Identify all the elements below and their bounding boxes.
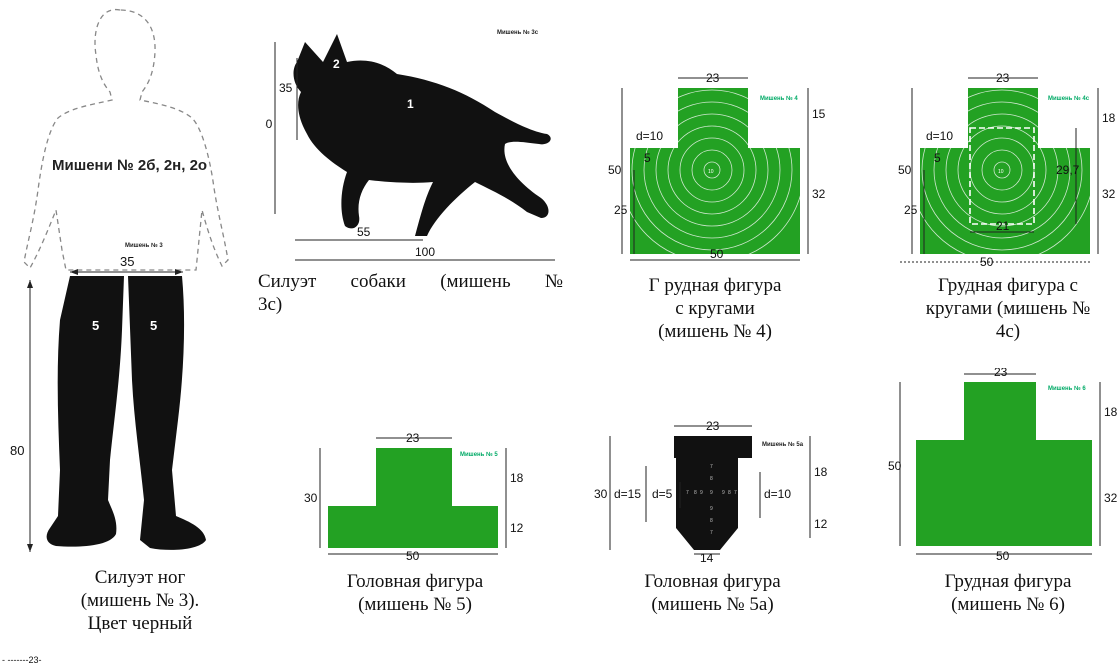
dog-dim-35: 35 [279, 81, 293, 95]
chest4c-dim-d: d=10 [926, 129, 953, 143]
chest4c-dim-left-inner: 25 [904, 203, 918, 217]
dog-dim-55: 55 [357, 225, 371, 239]
head5a-dim-d10: d=10 [764, 487, 791, 501]
dog-plate-label: Мишень № 3с [497, 29, 539, 36]
chest4-dim-top: 23 [706, 71, 720, 85]
head5a-dim-d5: d=5 [652, 487, 673, 501]
chest4-dim-left-inner: 25 [614, 203, 628, 217]
chest4c-rings [920, 88, 1090, 254]
chest4c-shape [920, 88, 1090, 254]
chest6-dim-right-top: 18 [1104, 405, 1118, 419]
head5a-plate-label: Мишень № 5а [762, 441, 804, 448]
dog-zone-1: 1 [407, 97, 414, 111]
chest4c-dim-left-total: 50 [898, 163, 912, 177]
svg-text:7: 7 [710, 530, 713, 536]
svg-text:9: 9 [722, 490, 725, 496]
leg-number-left: 5 [92, 318, 99, 333]
dog-shape [293, 34, 551, 236]
legs-caption: Силуэт ног (мишень № 3). Цвет черный [80, 567, 200, 634]
chest4-dim-five: 5 [644, 151, 651, 165]
chest4c-center: 10 [998, 169, 1004, 175]
chest4-dim-bottom: 50 [710, 247, 724, 261]
dog-zone-2: 2 [333, 57, 340, 71]
chest6-dim-top: 23 [994, 368, 1008, 379]
head5a-dim-bottom: 14 [700, 551, 714, 565]
chest4c-plate-label: Мишень № 4с [1048, 95, 1090, 102]
head5-dim-top: 23 [406, 431, 420, 445]
head5a-caption: Головная фигура (мишень № 5а) [644, 571, 781, 615]
chest4-plate-label: Мишень № 4 [760, 95, 798, 102]
legs-silhouette-figure: Мишени № 2б, 2н, 2о Мишень № 3 35 5 5 80 [10, 9, 229, 552]
chest4c-figure: 10 Мишень № 4с 23 d=10 5 18 32 29,7 21 5… [898, 71, 1116, 269]
chest6-figure: Мишень № 6 23 18 32 50 50 [888, 368, 1118, 563]
silhouette-plate-label: Мишень № 3 [125, 242, 163, 249]
chest4c-dim-inner-h: 29,7 [1056, 163, 1080, 177]
head5-plate-label: Мишень № 5 [460, 451, 498, 458]
head5-dim-right-top: 18 [510, 471, 524, 485]
svg-text:9: 9 [710, 490, 713, 496]
svg-text:8: 8 [728, 490, 731, 496]
dog-dim-100: 100 [415, 245, 435, 259]
footer-dim-fragment: - -------23- [2, 655, 42, 665]
svg-text:8: 8 [710, 476, 713, 482]
chest4c-dim-five: 5 [934, 151, 941, 165]
chest4-caption: Г рудная фигура с кругами (мишень № 4) [648, 275, 782, 342]
chest6-caption: Грудная фигура (мишень № 6) [944, 571, 1072, 615]
svg-text:7: 7 [686, 490, 689, 496]
chest4c-dim-bottom: 50 [980, 255, 994, 269]
leg-number-right: 5 [150, 318, 157, 333]
chest4c-dim-right-bottom: 32 [1102, 187, 1116, 201]
head5a-dim-right-bottom: 12 [814, 517, 828, 531]
silhouette-overlay-label: Мишени № 2б, 2н, 2о [52, 157, 207, 174]
silhouette-width-dim: 35 [120, 254, 134, 269]
chest4-dim-d: d=10 [636, 129, 663, 143]
chest4c-dim-inner-w: 21 [996, 219, 1010, 233]
head5-dim-right-bottom: 12 [510, 521, 524, 535]
head5a-dim-right-top: 18 [814, 465, 828, 479]
chest4c-dim-right-top: 18 [1102, 111, 1116, 125]
chest4c-caption: Грудная фигура с кругами (мишень № 4с) [925, 275, 1091, 342]
svg-text:8: 8 [694, 490, 697, 496]
svg-text:7: 7 [734, 490, 737, 496]
head5a-dim-left: 30 [594, 487, 608, 501]
chest6-dim-left: 50 [888, 459, 902, 473]
chest6-dim-bottom: 50 [996, 549, 1010, 563]
chest4-center: 10 [708, 169, 714, 175]
chest4-rings [630, 88, 800, 254]
head5a-dim-d15: d=15 [614, 487, 641, 501]
svg-text:9: 9 [700, 490, 703, 496]
chest4-dim-right-top: 15 [812, 107, 826, 121]
chest6-dim-right-bottom: 32 [1104, 491, 1118, 505]
dog-dim-60: 60 [265, 117, 273, 131]
dog-silhouette-figure: Мишень № 3с 1 2 60 35 55 100 [265, 29, 555, 261]
head5-caption: Головная фигура (мишень № 5) [346, 571, 484, 615]
svg-text:8: 8 [710, 518, 713, 524]
chest4-shape [630, 88, 800, 254]
chest4-dim-left-total: 50 [608, 163, 622, 177]
chest6-plate-label: Мишень № 6 [1048, 385, 1086, 392]
head5-figure: Мишень № 5 23 18 12 30 50 [304, 431, 524, 563]
silhouette-height-dim: 80 [10, 443, 24, 458]
chest6-shape [916, 382, 1092, 546]
legs-shape [46, 276, 206, 550]
chest4c-inner-zone [969, 127, 1035, 225]
chest4-dim-right-bottom: 32 [812, 187, 826, 201]
svg-text:9: 9 [710, 506, 713, 512]
dog-caption: Силуэт собаки (мишень № 3с) [258, 271, 563, 315]
head5a-dim-top: 23 [706, 419, 720, 433]
head5-dim-bottom: 50 [406, 549, 420, 563]
svg-text:7: 7 [710, 464, 713, 470]
head5-shape [328, 448, 498, 548]
head5-dim-left: 30 [304, 491, 318, 505]
dashed-body-outline [23, 9, 229, 271]
chest4c-dim-top: 23 [996, 71, 1010, 85]
chest4-figure: 10 Мишень № 4 23 d=10 5 15 32 50 25 50 [608, 71, 826, 261]
head5a-shape [674, 436, 752, 550]
